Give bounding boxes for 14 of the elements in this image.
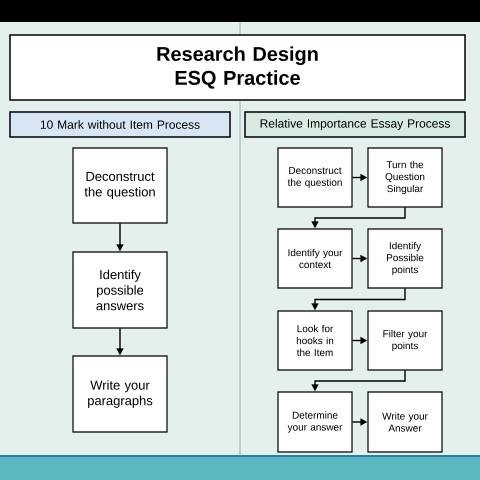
process-box: Filter your points bbox=[367, 310, 443, 371]
process-box: Deconstruct the question bbox=[277, 147, 353, 208]
process-box: Turn the Question Singular bbox=[367, 147, 443, 208]
title-box: Research Design ESQ Practice bbox=[9, 34, 466, 101]
header-box: Relative Importance Essay Process bbox=[244, 111, 466, 138]
process-box: Write your Answer bbox=[367, 391, 443, 453]
process-box: Deconstruct the question bbox=[72, 147, 168, 224]
process-box: Look for hooks in the Item bbox=[277, 310, 353, 371]
process-box: Identify your context bbox=[277, 228, 353, 289]
process-box: Write your paragraphs bbox=[72, 355, 168, 433]
process-box: Identify Possible points bbox=[367, 228, 443, 289]
header-box: 10 Mark without Item Process bbox=[9, 111, 231, 138]
process-box: Determine your answer bbox=[277, 391, 353, 453]
process-box: Identify possible answers bbox=[72, 251, 168, 329]
